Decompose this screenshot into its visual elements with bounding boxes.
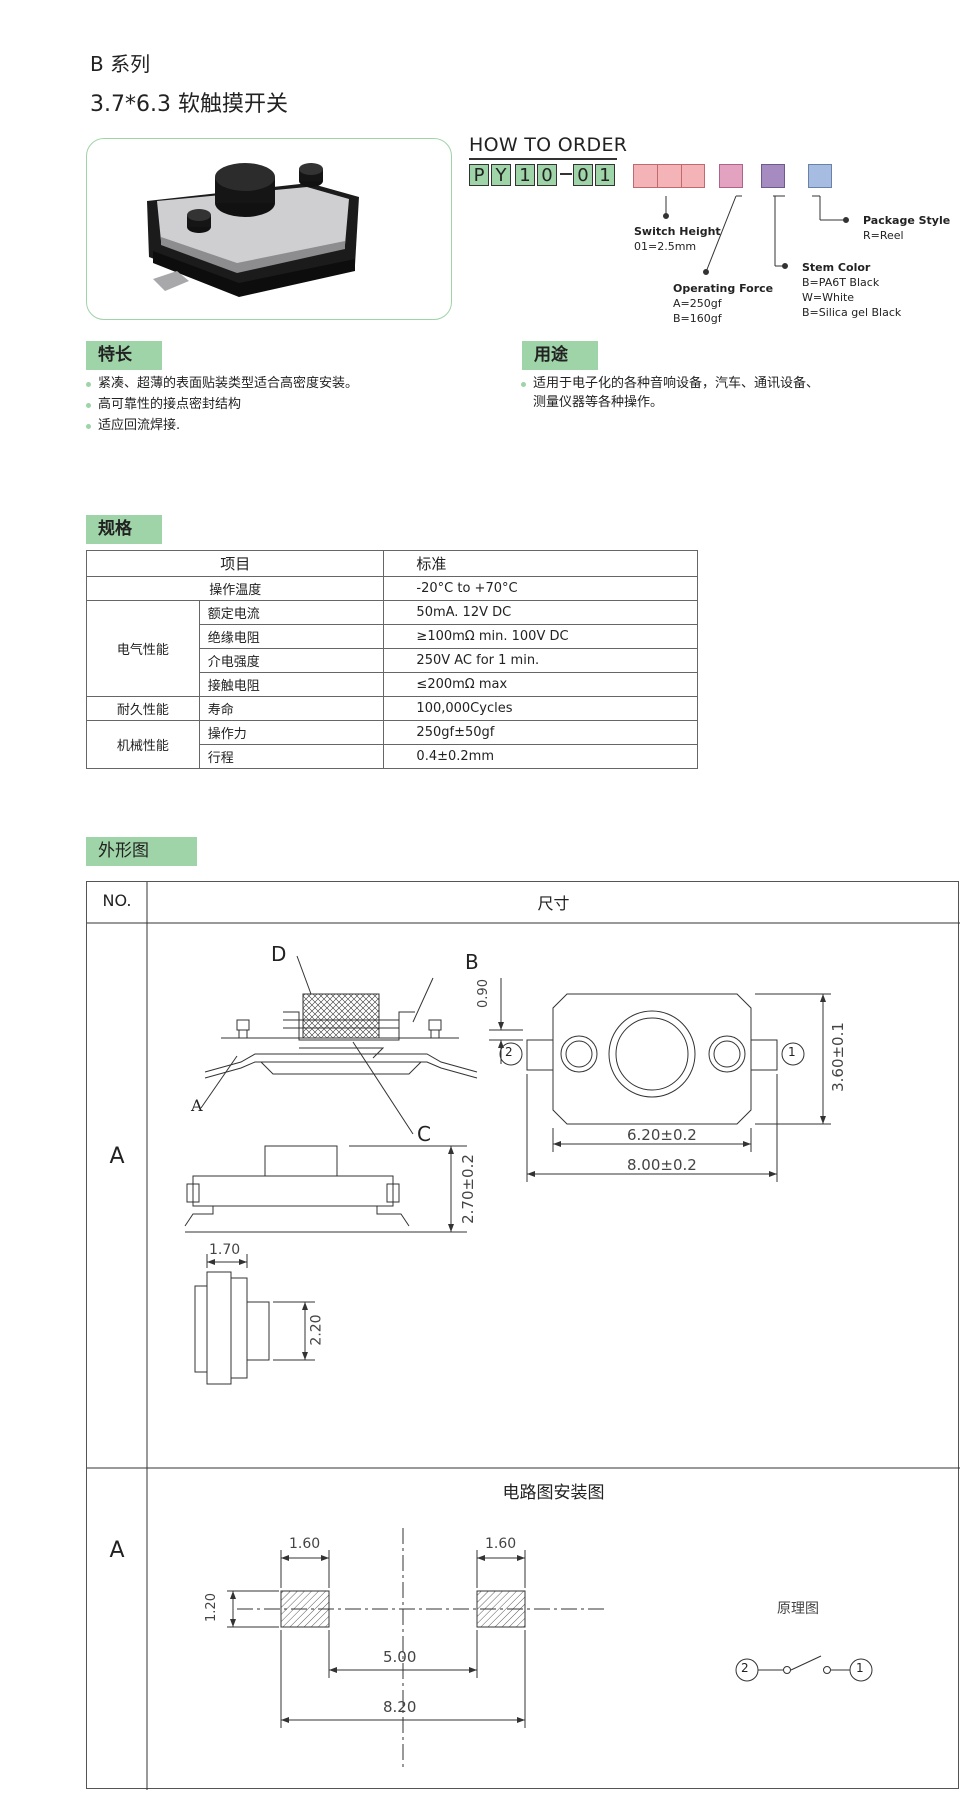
feature-item: 高可靠性的接点密封结构	[85, 395, 241, 415]
dim-text: 1.60	[485, 1536, 517, 1552]
table-row: 电气性能 额定电流 50mA. 12V DC	[86, 600, 698, 697]
table-row: 项目 标准	[85, 550, 698, 577]
switch-height-swatch	[633, 164, 705, 188]
dim-text: 5.00	[383, 1648, 417, 1666]
how-to-order-underline	[469, 158, 617, 160]
outline-row-no: A	[109, 1144, 125, 1169]
spec-group: 耐久性能	[86, 696, 200, 721]
order-connector-lines	[663, 195, 849, 275]
product-photo	[147, 163, 359, 297]
spec-tag: 规格	[86, 515, 162, 544]
table-row: 接触电阻 ≤200mΩ max	[87, 672, 698, 697]
stem-color-swatch	[761, 164, 785, 188]
series-label: B 系列	[90, 52, 151, 76]
pin-number: 1	[788, 1045, 796, 1059]
outline-col-size: 尺寸	[537, 894, 570, 913]
order-code-char: 1	[515, 164, 535, 186]
order-code-char: 1	[595, 164, 615, 186]
label-a: A	[191, 1096, 203, 1115]
order-code-char: Y	[491, 164, 511, 186]
schematic-title: 原理图	[777, 1601, 819, 1617]
outline-tag: 外形图	[86, 837, 197, 866]
table-row: 行程 0.4±0.2mm	[87, 744, 698, 769]
outline-col-no: NO.	[102, 891, 132, 910]
dim-text: 1.60	[289, 1536, 321, 1552]
circuit-title: 电路图安装图	[502, 1483, 605, 1503]
page-title: 3.7*6.3 软触摸开关	[90, 92, 288, 117]
usage-item: 适用于电子化的各种音响设备，汽车、通讯设备、	[520, 374, 819, 394]
order-code-char: 0	[537, 164, 557, 186]
usage-item-continued: 测量仪器等各种操作。	[533, 395, 664, 410]
dim-text: 2.70±0.2	[458, 1154, 477, 1224]
table-row: 机械性能 操作力 250gf±50gf	[86, 720, 698, 769]
dim-text: 1.70	[209, 1242, 241, 1258]
label-b: B	[465, 950, 479, 974]
package-style-swatch	[808, 164, 832, 188]
dim-text: 3.60±0.1	[828, 1022, 847, 1092]
spec-group: 机械性能	[86, 720, 200, 769]
order-code-dash	[560, 173, 572, 175]
order-code-char: P	[469, 164, 489, 186]
feature-item: 紧凑、超薄的表面贴装类型适合高密度安装。	[85, 374, 358, 394]
table-row: 绝缘电阻 ≥100mΩ min. 100V DC	[87, 624, 698, 649]
pin-number: 1	[856, 1661, 864, 1675]
operating-force-swatch	[719, 164, 743, 188]
dim-text: 6.20±0.2	[627, 1126, 697, 1144]
how-to-order-title: HOW TO ORDER	[469, 134, 628, 156]
spec-table: 项目 标准 操作温度 -20°C to +70°C 电气性能 额定电流 50mA…	[85, 550, 698, 769]
pin-number: 2	[505, 1045, 513, 1059]
dim-text: 2.20	[308, 1314, 325, 1346]
dim-text: 8.00±0.2	[627, 1156, 697, 1174]
spec-group: 电气性能	[86, 600, 200, 697]
table-row: 操作温度 -20°C to +70°C	[85, 576, 698, 601]
pin-number: 2	[741, 1661, 749, 1675]
feature-item: 适应回流焊接.	[85, 416, 180, 436]
outline-row-no: A	[109, 1538, 125, 1563]
dim-text: 0.90	[475, 979, 491, 1008]
features-tag: 特长	[86, 341, 162, 370]
label-c: C	[417, 1122, 431, 1146]
spec-col-std: 标准	[383, 550, 698, 577]
outline-table: NO. 尺寸 A A 电路图安装图 D B A C 0.90 6.20±0.2 …	[86, 881, 960, 1790]
outline-drawing	[87, 882, 960, 1790]
spec-col-item: 项目	[85, 550, 385, 577]
label-d: D	[271, 942, 287, 966]
order-code-char: 0	[573, 164, 593, 186]
product-photo-frame	[86, 138, 452, 320]
table-row: 介电强度 250V AC for 1 min.	[87, 648, 698, 673]
dim-text: 1.20	[203, 1593, 219, 1622]
usage-tag: 用途	[522, 341, 598, 370]
dim-text: 8.20	[383, 1698, 417, 1716]
table-row: 耐久性能 寿命 100,000Cycles	[86, 696, 698, 721]
